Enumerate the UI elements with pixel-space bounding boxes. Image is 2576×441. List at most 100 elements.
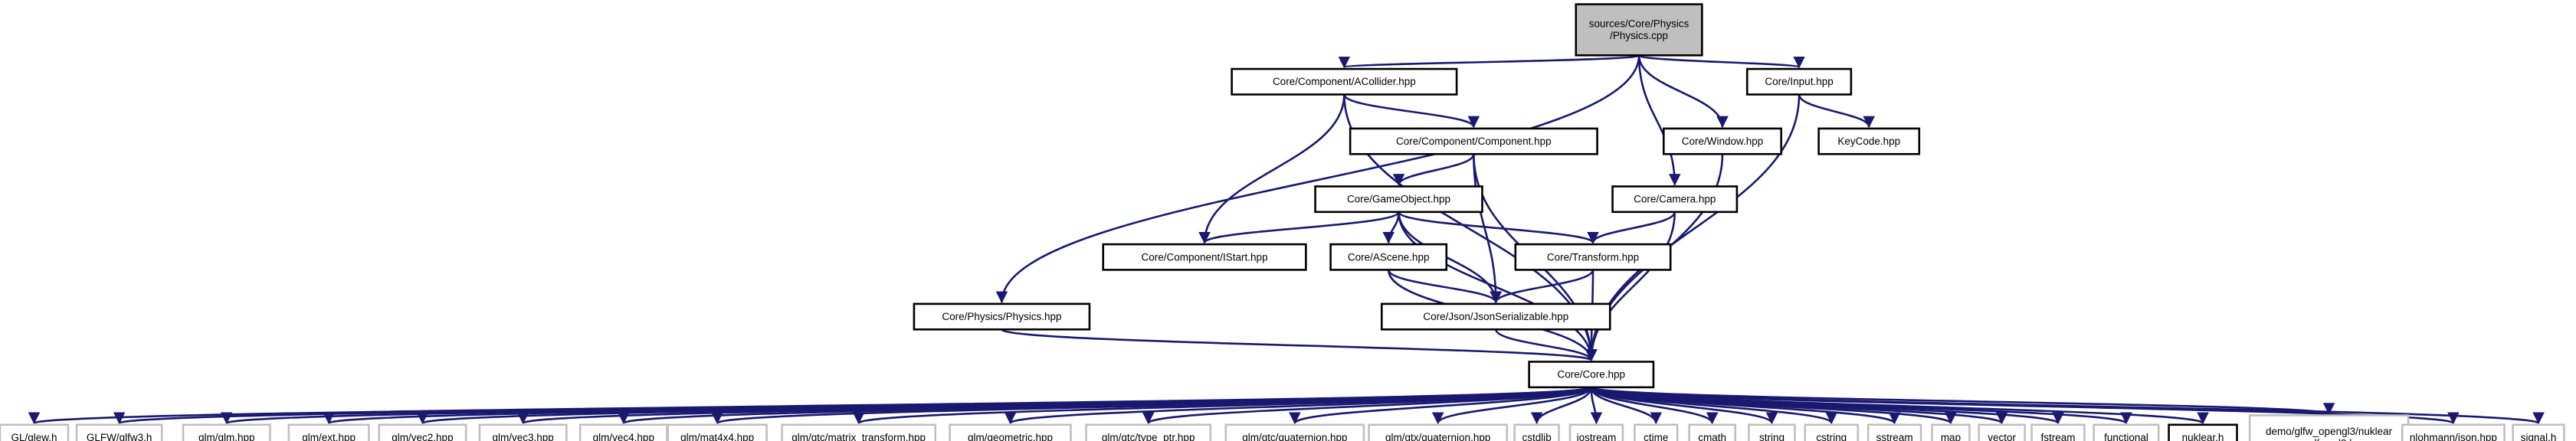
node-nuklear-label: nuklear.h [2182,432,2224,441]
node-ctime-box [1634,423,1679,441]
node-cmath-label: cmath [1698,432,1726,441]
node-camera-box [1611,185,1739,214]
node-vec2-label: glm/vec2.hpp [392,432,453,441]
node-vec2: glm/vec2.hpp [378,423,467,441]
node-nuklear[interactable]: nuklear.h [2168,423,2238,441]
node-gtcquat-box [1224,423,1365,441]
node-camera[interactable]: Core/Camera.hpp [1611,185,1739,214]
node-glm: glm/glm.hpp [182,423,271,441]
edge-root-to-window [1637,55,1729,129]
node-fstream: fstream [2030,423,2086,441]
node-gtxquat-label: glm/gtx/quaternion.hpp [1385,432,1490,441]
node-sstream-label: sstream [1876,432,1913,441]
node-mat4x4-label: glm/mat4x4.hpp [680,432,754,441]
edge-component-to-gameobject [1392,153,1475,186]
node-camera-label: Core/Camera.hpp [1634,194,1716,205]
node-window[interactable]: Core/Window.hpp [1662,127,1783,155]
node-component-box [1349,127,1598,155]
node-demoglfw: demo/glfw_opengl3/nuklear_glfw_gl3.h [2248,414,2410,441]
node-glmext: glm/ext.hpp [287,423,370,441]
node-cstdlib: cstdlib [1513,423,1560,441]
node-sstream-box [1866,423,1922,441]
node-istart-label: Core/Component/IStart.hpp [1141,251,1267,263]
node-istart[interactable]: Core/Component/IStart.hpp [1102,243,1307,271]
node-vector-label: vector [1988,432,2016,441]
node-glm-box [182,423,271,441]
node-functional-box [2093,423,2160,441]
node-cstring-label: cstring [1816,432,1847,441]
node-cmath-box [1688,423,1736,441]
node-root-box [1575,3,1703,57]
node-window-label: Core/Window.hpp [1682,136,1764,147]
edge-component-to-jsonser [1473,154,1503,304]
node-string: string [1748,423,1796,441]
node-glmext-label: glm/ext.hpp [302,432,356,441]
node-cstring-box [1804,423,1860,441]
edge-ascene-to-jsonser [1387,269,1502,304]
edge-root-to-camera [1637,55,1681,186]
edge-corehpp-to-cstdlib [1530,387,1593,425]
node-transform-box [1514,243,1672,271]
node-gameobject-box [1314,185,1483,214]
node-glfw3-label: GLFW/glfw3.h [87,432,152,441]
node-root[interactable]: sources/Core/Physics/Physics.cpp [1575,3,1703,57]
edge-corehpp-to-vec2 [417,386,1593,425]
node-fstream-label: fstream [2041,432,2076,441]
node-nlohmann: nlohmann/json.hpp [2401,423,2506,441]
node-transform-label: Core/Transform.hpp [1547,251,1639,263]
node-gameobject[interactable]: Core/GameObject.hpp [1314,185,1483,214]
node-ascene[interactable]: Core/AScene.hpp [1329,243,1448,271]
node-istart-box [1102,243,1307,271]
node-glm-label: glm/glm.hpp [198,432,255,441]
node-ascene-box [1329,243,1448,271]
node-glew: GL/glew.h [0,423,70,441]
edge-corehpp-to-demoglfw [1590,386,2335,415]
node-component[interactable]: Core/Component/Component.hpp [1349,127,1598,155]
edge-corehpp-to-gtxquat [1432,387,1593,425]
node-vec4-label: glm/vec4.hpp [593,432,654,441]
edge-acollider-to-istart [1198,94,1345,244]
node-demoglfw-label: demo/glfw_opengl3/nuklear [2266,426,2393,437]
node-mat4x4: glm/mat4x4.hpp [667,423,768,441]
node-ctime: ctime [1634,423,1679,441]
node-input[interactable]: Core/Input.hpp [1745,67,1853,96]
node-jsonser-box [1380,302,1611,331]
node-typeptr-label: glm/gtc/type_ptr.hpp [1102,432,1195,441]
node-geometric: glm/geometric.hpp [949,423,1072,441]
edge-root-to-physicshpp [995,55,1640,304]
edge-acollider-to-component [1343,93,1480,129]
node-acollider-label: Core/Component/ACollider.hpp [1273,76,1416,87]
node-corehpp[interactable]: Core/Core.hpp [1528,361,1655,389]
node-iostream: iostream [1568,423,1624,441]
node-jsonser[interactable]: Core/Json/JsonSerializable.hpp [1380,302,1611,331]
node-demoglfw-label: _glfw_gl3.h [2302,438,2355,441]
node-corehpp-box [1528,361,1655,389]
node-input-box [1745,67,1853,96]
node-signal-label: signal.h [2521,432,2557,441]
nodes-layer: sources/Core/Physics/Physics.cppCore/Com… [0,3,2565,441]
node-iostream-box [1568,423,1624,441]
node-transform[interactable]: Core/Transform.hpp [1514,243,1672,271]
node-typeptr-box [1085,423,1212,441]
node-keycode[interactable]: KeyCode.hpp [1817,127,1921,155]
node-fstream-box [2030,423,2086,441]
edge-gameobject-to-istart [1198,211,1400,244]
node-input-label: Core/Input.hpp [1765,76,1833,87]
node-mtrans: glm/gtc/matrix_transform.hpp [781,423,937,441]
node-cmath: cmath [1688,423,1736,441]
edge-gameobject-to-transform [1398,211,1599,244]
node-map: map [1931,423,1971,441]
edge-corehpp-to-signal [1590,386,2544,425]
node-acollider[interactable]: Core/Component/ACollider.hpp [1231,67,1458,96]
node-mat4x4-box [667,423,768,441]
node-nuklear-box [2168,423,2238,441]
node-component-label: Core/Component/Component.hpp [1396,136,1552,147]
node-window-box [1662,127,1783,155]
node-jsonser-label: Core/Json/JsonSerializable.hpp [1423,311,1568,322]
node-mtrans-label: glm/gtc/matrix_transform.hpp [791,432,926,441]
edge-input-to-keycode [1798,93,1875,129]
node-cstring: cstring [1804,423,1860,441]
edge-corehpp-to-typeptr [1142,386,1593,425]
node-physicshpp[interactable]: Core/Physics/Physics.hpp [913,302,1091,331]
